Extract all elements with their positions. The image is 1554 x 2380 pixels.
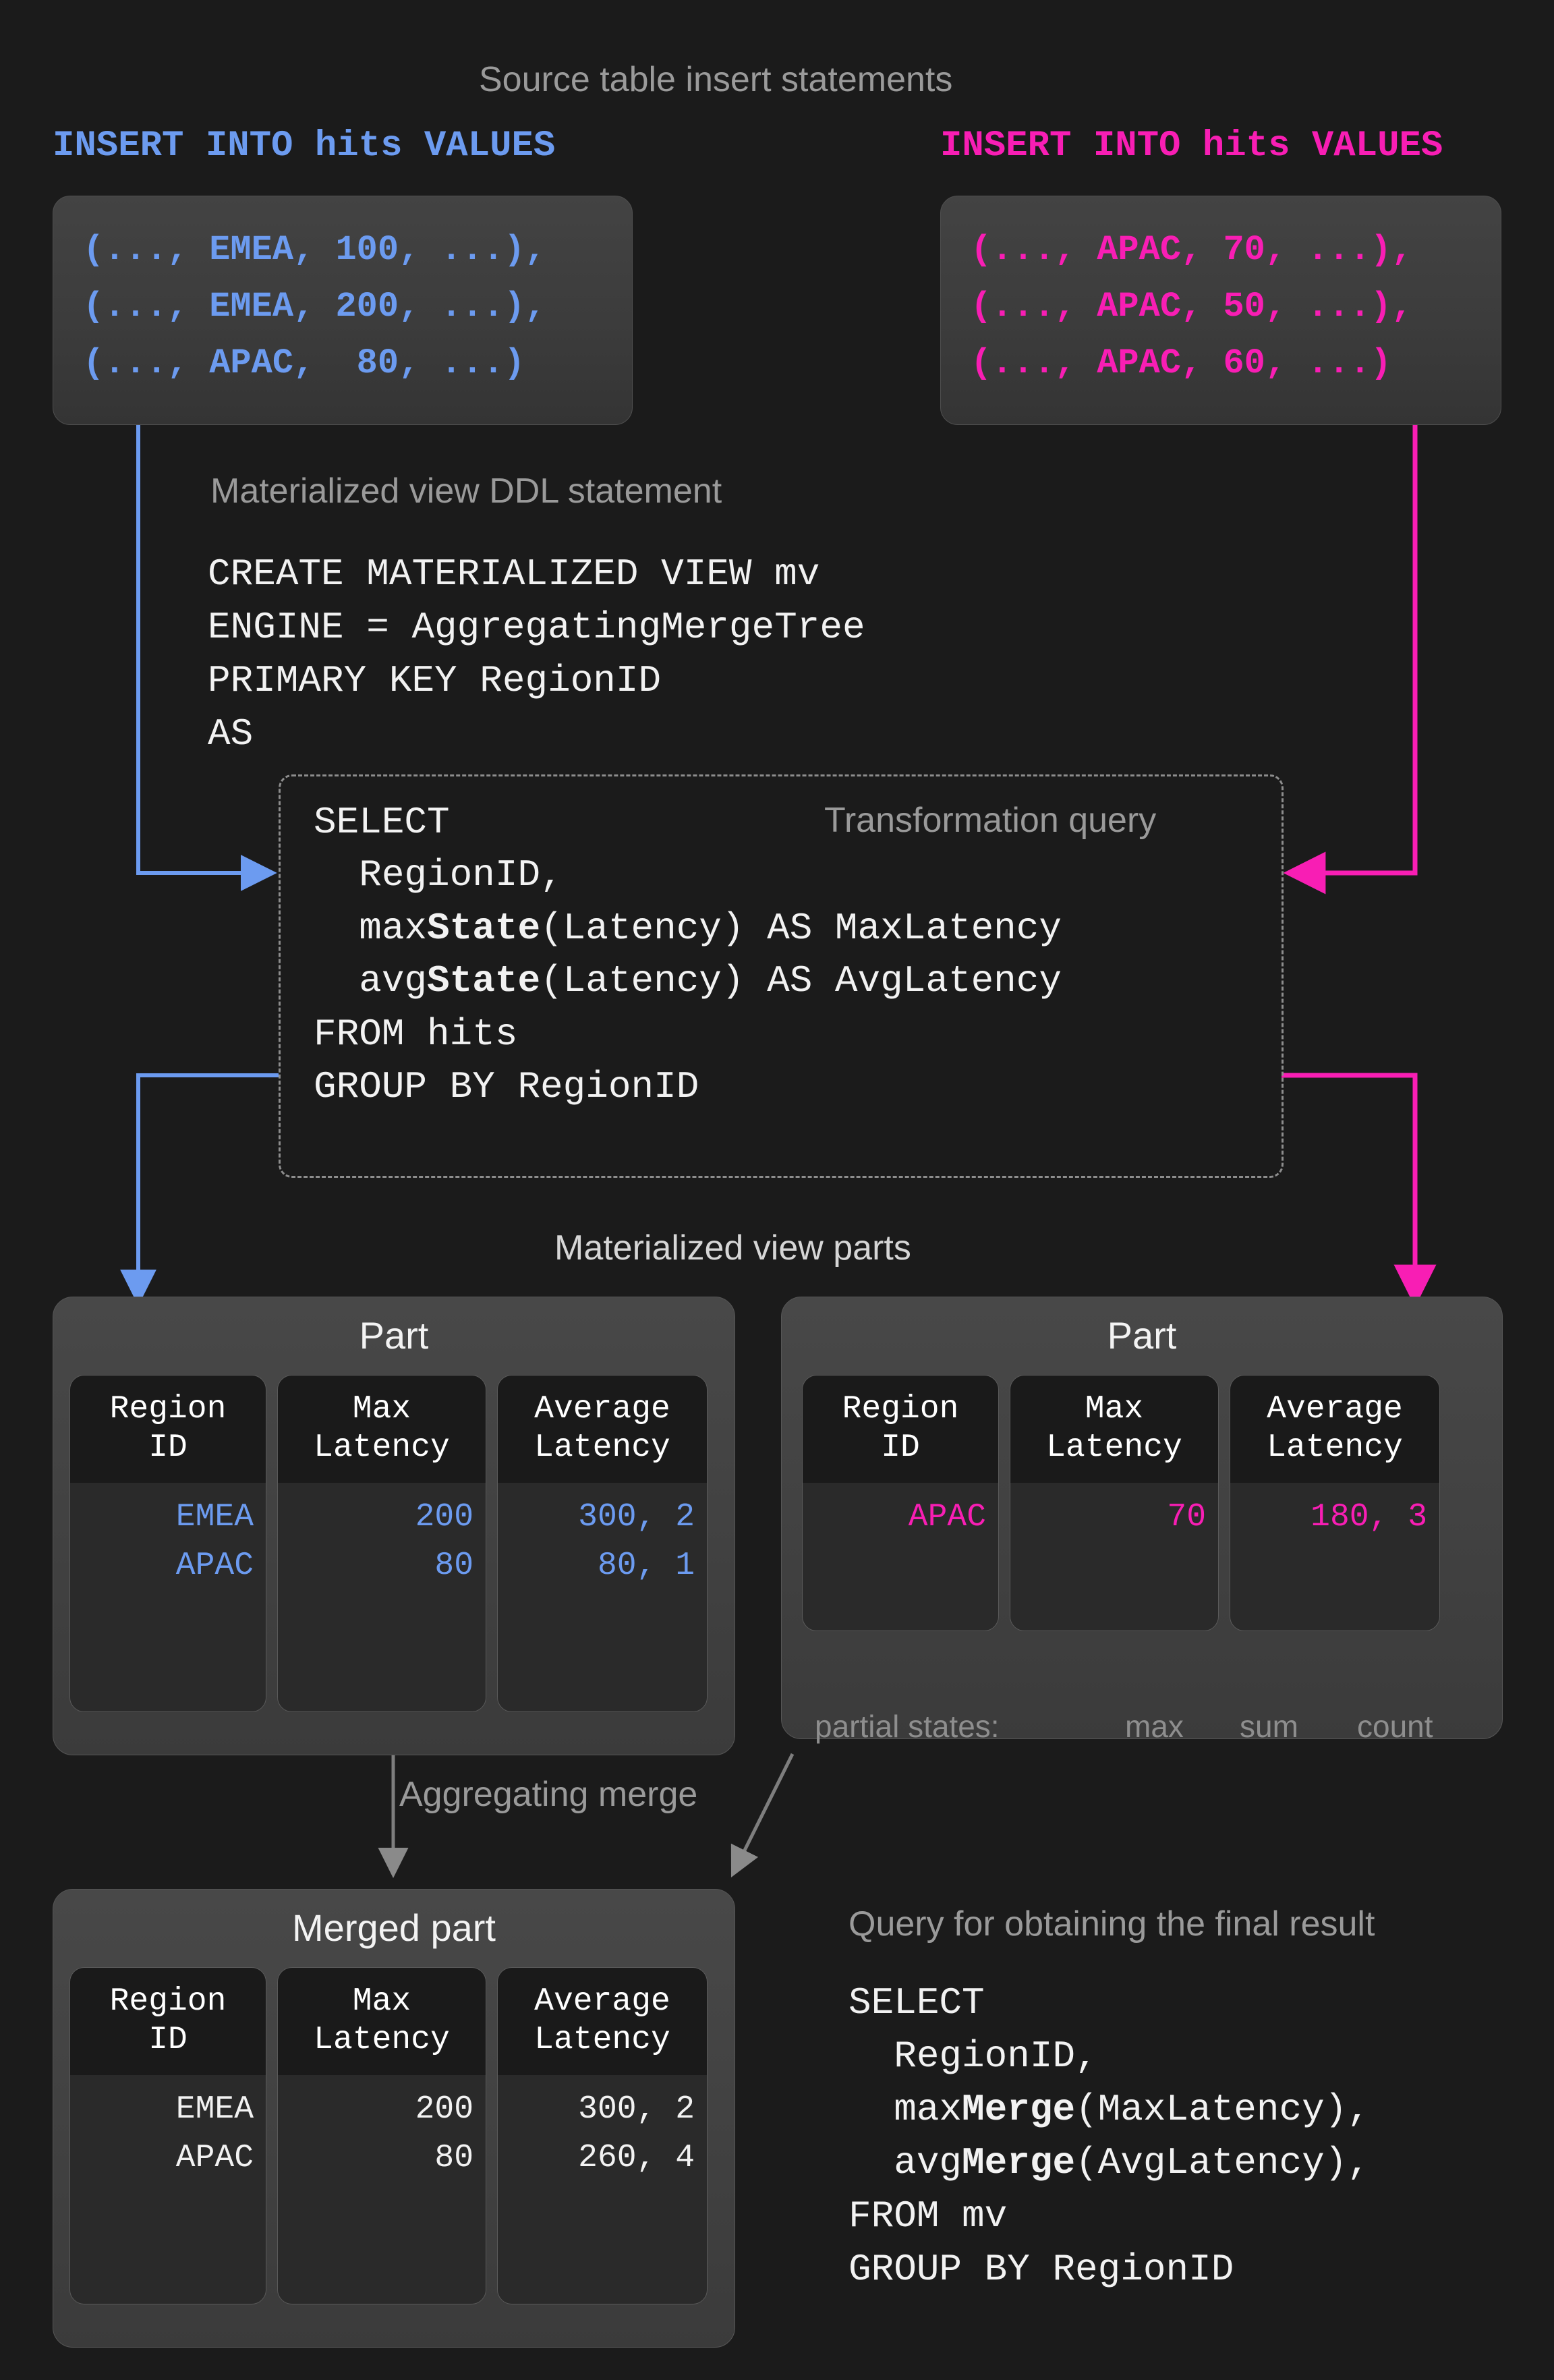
insert-left-header: INSERT INTO hits VALUES xyxy=(53,125,556,167)
query-fn-suffix-bold: State xyxy=(427,906,541,950)
ddl-line: ENGINE = AggregatingMergeTree xyxy=(208,605,865,649)
final-query-line: maxMerge(MaxLatency), xyxy=(848,2083,1370,2136)
final-fn-prefix: max xyxy=(848,2087,962,2131)
final-fn-prefix: avg xyxy=(848,2141,962,2184)
query-fn-prefix: avg xyxy=(314,959,428,1003)
final-query-line: RegionID, xyxy=(848,2034,1098,2078)
part-right-column-average-latency: Average Latency 180, 3 xyxy=(1230,1375,1440,1631)
table-cell: 200 xyxy=(415,1499,473,1536)
insert-right-row: (..., APAC, 70, ...), xyxy=(971,230,1413,270)
query-fn-args: (Latency) AS MaxLatency xyxy=(540,906,1062,950)
transformation-query-text: SELECT RegionID, maxState(Latency) AS Ma… xyxy=(314,796,1062,1113)
merged-part-column-region-id: Region ID EMEA APAC xyxy=(69,1967,266,2304)
merged-part-column-average-latency: Average Latency 300, 2 260, 4 xyxy=(497,1967,708,2304)
table-cell: 70 xyxy=(1167,1499,1206,1536)
part-right-column-max-latency: Max Latency 70 xyxy=(1010,1375,1219,1631)
final-fn-args: (MaxLatency), xyxy=(1075,2087,1370,2131)
table-cell: 200 xyxy=(415,2091,473,2128)
final-query-line: SELECT xyxy=(848,1981,985,2024)
merged-part-column-max-latency: Max Latency 200 80 xyxy=(277,1967,486,2304)
column-header: Average Latency xyxy=(498,1376,707,1483)
final-query-line: FROM mv xyxy=(848,2194,1008,2238)
insert-right-header: INSERT INTO hits VALUES xyxy=(940,125,1443,167)
final-fn-suffix-bold: Merge xyxy=(962,2141,1076,2184)
column-header: Max Latency xyxy=(1010,1376,1218,1483)
insert-right-row: (..., APAC, 60, ...) xyxy=(971,343,1392,384)
final-query-line: avgMerge(AvgLatency), xyxy=(848,2136,1370,2190)
table-cell: APAC xyxy=(175,2140,254,2177)
caption-aggregating-merge: Aggregating merge xyxy=(399,1775,698,1814)
column-header: Average Latency xyxy=(1230,1376,1439,1483)
column-header: Average Latency xyxy=(498,1968,707,2076)
final-fn-args: (AvgLatency), xyxy=(1075,2141,1370,2184)
final-query-line: GROUP BY RegionID xyxy=(848,2247,1234,2291)
ddl-line: PRIMARY KEY RegionID xyxy=(208,658,662,702)
query-fn-args: (Latency) AS AvgLatency xyxy=(540,959,1062,1003)
ddl-line: AS xyxy=(208,712,254,756)
column-header: Region ID xyxy=(803,1376,998,1483)
table-cell: 300, 2 xyxy=(578,1499,695,1536)
query-line: SELECT xyxy=(314,801,450,844)
part-left-title: Part xyxy=(359,1314,429,1357)
part-right-box: Part Region ID APAC Max Latency 70 Avera… xyxy=(781,1297,1503,1739)
part-left-column-average-latency: Average Latency 300, 2 80, 1 xyxy=(497,1375,708,1712)
query-line: avgState(Latency) AS AvgLatency xyxy=(314,955,1062,1007)
merged-part-box: Merged part Region ID EMEA APAC Max Late… xyxy=(53,1889,735,2348)
column-header: Max Latency xyxy=(278,1376,486,1483)
partial-state-annotation-sum: sum xyxy=(1240,1709,1298,1744)
final-fn-suffix-bold: Merge xyxy=(962,2087,1076,2131)
insert-right-row: (..., APAC, 50, ...), xyxy=(971,287,1413,327)
partial-states-label: partial states: xyxy=(815,1709,1000,1744)
column-header: Region ID xyxy=(70,1968,266,2076)
table-cell: 300, 2 xyxy=(578,2091,695,2128)
query-fn-prefix: max xyxy=(314,906,428,950)
query-line: GROUP BY RegionID xyxy=(314,1065,699,1108)
transformation-query-box xyxy=(279,774,1284,1178)
table-cell: APAC xyxy=(175,1548,254,1585)
table-cell: 260, 4 xyxy=(578,2140,695,2177)
merged-part-title: Merged part xyxy=(292,1906,496,1949)
table-cell: 80 xyxy=(434,2140,473,2177)
table-cell: APAC xyxy=(908,1499,986,1536)
final-query-text: SELECT RegionID, maxMerge(MaxLatency), a… xyxy=(848,1977,1370,2296)
query-line: RegionID, xyxy=(314,853,563,897)
part-right-column-region-id: Region ID APAC xyxy=(802,1375,999,1631)
table-cell: 180, 3 xyxy=(1311,1499,1427,1536)
ddl-line: CREATE MATERIALIZED VIEW mv xyxy=(208,552,820,596)
caption-transformation-query: Transformation query xyxy=(824,801,1157,840)
part-left-column-max-latency: Max Latency 200 80 xyxy=(277,1375,486,1712)
table-cell: 80, 1 xyxy=(597,1548,695,1585)
column-header: Region ID xyxy=(70,1376,266,1483)
arrow-query-to-part-right xyxy=(1282,1073,1437,1307)
insert-left-row: (..., EMEA, 200, ...), xyxy=(83,287,546,327)
caption-final-query: Query for obtaining the final result xyxy=(848,1904,1375,1944)
part-left-column-region-id: Region ID EMEA APAC xyxy=(69,1375,266,1712)
part-right-title: Part xyxy=(1107,1314,1177,1357)
column-header: Max Latency xyxy=(278,1968,486,2076)
partial-state-annotation-count: count xyxy=(1357,1709,1433,1744)
query-line: FROM hits xyxy=(314,1012,518,1056)
insert-left-row: (..., EMEA, 100, ...), xyxy=(83,230,546,270)
insert-right-box: (..., APAC, 70, ...), (..., APAC, 50, ..… xyxy=(940,196,1501,425)
insert-left-row: (..., APAC, 80, ...) xyxy=(83,343,525,384)
arrow-insert-right-to-query xyxy=(1283,425,1418,895)
query-line: maxState(Latency) AS MaxLatency xyxy=(314,902,1062,955)
caption-source-inserts: Source table insert statements xyxy=(479,60,953,99)
partial-state-annotation-max: max xyxy=(1125,1709,1184,1744)
caption-mv-ddl: Materialized view DDL statement xyxy=(210,472,722,511)
part-left-box: Part Region ID EMEA APAC Max Latency 200… xyxy=(53,1297,735,1755)
insert-left-box: (..., EMEA, 100, ...), (..., EMEA, 200, … xyxy=(53,196,633,425)
caption-mv-parts: Materialized view parts xyxy=(554,1228,911,1268)
query-fn-suffix-bold: State xyxy=(427,959,541,1003)
ddl-statement: CREATE MATERIALIZED VIEW mv ENGINE = Agg… xyxy=(208,548,865,761)
table-cell: EMEA xyxy=(175,1499,254,1536)
arrow-query-to-part-left xyxy=(120,1073,279,1306)
arrow-part-right-to-merged xyxy=(730,1753,795,1878)
table-cell: 80 xyxy=(434,1548,473,1585)
table-cell: EMEA xyxy=(175,2091,254,2128)
